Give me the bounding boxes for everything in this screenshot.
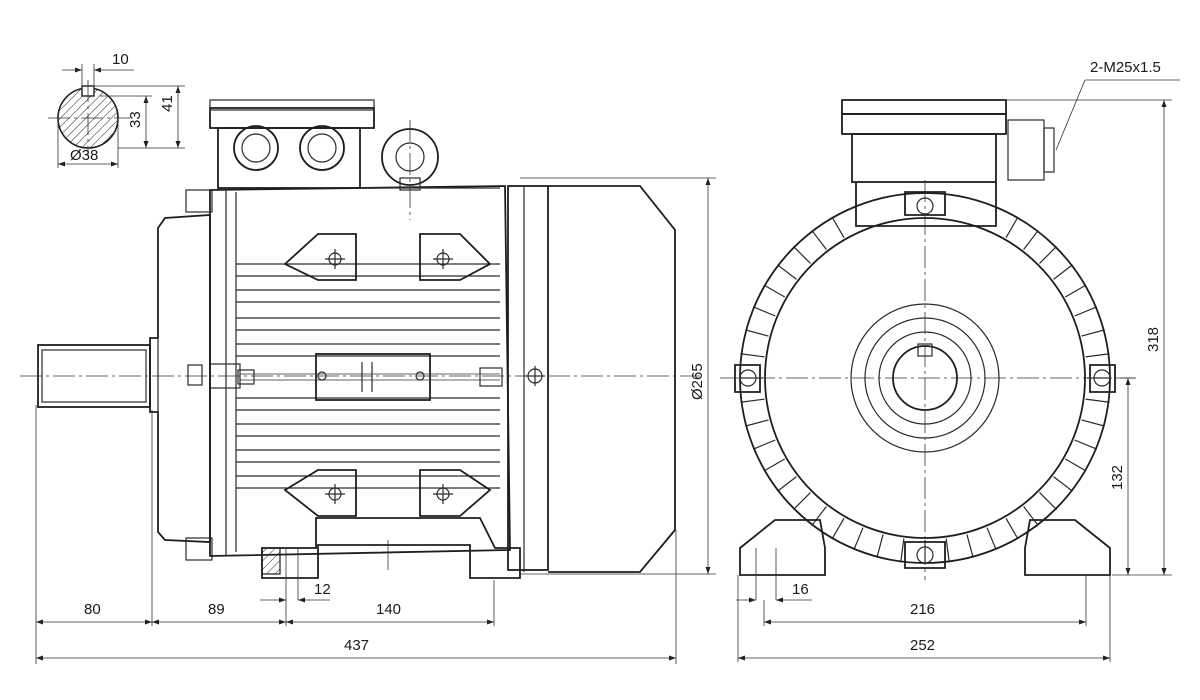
dim-shaft-height: 132 bbox=[1109, 465, 1126, 490]
cooling-fin bbox=[1023, 506, 1039, 526]
cooling-fin bbox=[1053, 264, 1073, 280]
cooling-fin bbox=[853, 527, 864, 551]
cooling-fin bbox=[900, 538, 905, 563]
cooling-fin bbox=[1085, 353, 1110, 358]
cooling-fin bbox=[763, 458, 786, 472]
front-view-dimensions bbox=[736, 79, 1180, 662]
cooling-fin bbox=[876, 534, 884, 558]
side-view-dimensions bbox=[35, 177, 716, 664]
cooling-fin bbox=[1081, 419, 1105, 427]
cooling-fin bbox=[831, 517, 845, 540]
dim-cable-glands: 2-M25x1.5 bbox=[1090, 59, 1161, 76]
dim-foot-hole-width: 16 bbox=[792, 581, 809, 598]
dim-total-width: 252 bbox=[910, 637, 935, 654]
cooling-fin bbox=[1053, 476, 1073, 492]
cooling-fin bbox=[745, 329, 769, 337]
cooling-fin bbox=[777, 476, 797, 492]
cooling-fin bbox=[777, 264, 797, 280]
dim-shaft-length: 80 bbox=[84, 601, 101, 618]
cooling-fin bbox=[831, 216, 845, 239]
dim-key-depth: 33 bbox=[127, 111, 144, 128]
cooling-fin bbox=[1005, 517, 1019, 540]
cooling-fin bbox=[966, 534, 974, 558]
cooling-fin bbox=[1064, 458, 1087, 472]
cooling-fin bbox=[1039, 492, 1057, 510]
cooling-fin bbox=[1074, 439, 1098, 450]
cooling-fin bbox=[811, 506, 827, 526]
cooling-fin bbox=[1081, 329, 1105, 337]
shaft-section-detail bbox=[48, 64, 185, 168]
cooling-fin bbox=[811, 230, 827, 250]
cooling-fin bbox=[745, 419, 769, 427]
dim-hole-diameter: 12 bbox=[314, 581, 331, 598]
cooling-fin bbox=[1005, 216, 1019, 239]
dim-total-length: 437 bbox=[344, 637, 369, 654]
cooling-fin bbox=[945, 538, 950, 563]
cooling-fin bbox=[793, 492, 811, 510]
cooling-fin bbox=[1074, 306, 1098, 317]
dim-hole-spacing: 140 bbox=[376, 601, 401, 618]
cooling-fin bbox=[740, 353, 765, 358]
cooling-fin bbox=[1064, 284, 1087, 298]
cooling-fin bbox=[752, 306, 776, 317]
dim-shaft-to-hole: 89 bbox=[208, 601, 225, 618]
dim-key-height: 41 bbox=[159, 95, 176, 112]
dim-flange-diameter: Ø265 bbox=[689, 363, 706, 400]
cooling-fin bbox=[1023, 230, 1039, 250]
dim-foot-spacing: 216 bbox=[910, 601, 935, 618]
cooling-fin bbox=[752, 439, 776, 450]
motor-front-view bbox=[720, 99, 1135, 600]
dim-shaft-diameter: Ø38 bbox=[70, 147, 98, 164]
cooling-fin bbox=[793, 246, 811, 264]
motor-side-view bbox=[20, 99, 700, 600]
cooling-fin bbox=[763, 284, 786, 298]
cooling-fin bbox=[1039, 246, 1057, 264]
cooling-fin bbox=[1085, 398, 1110, 403]
cooling-fin bbox=[740, 398, 765, 403]
cooling-fin bbox=[986, 527, 997, 551]
dim-key-width: 10 bbox=[112, 51, 129, 68]
dim-total-height: 318 bbox=[1145, 327, 1162, 352]
